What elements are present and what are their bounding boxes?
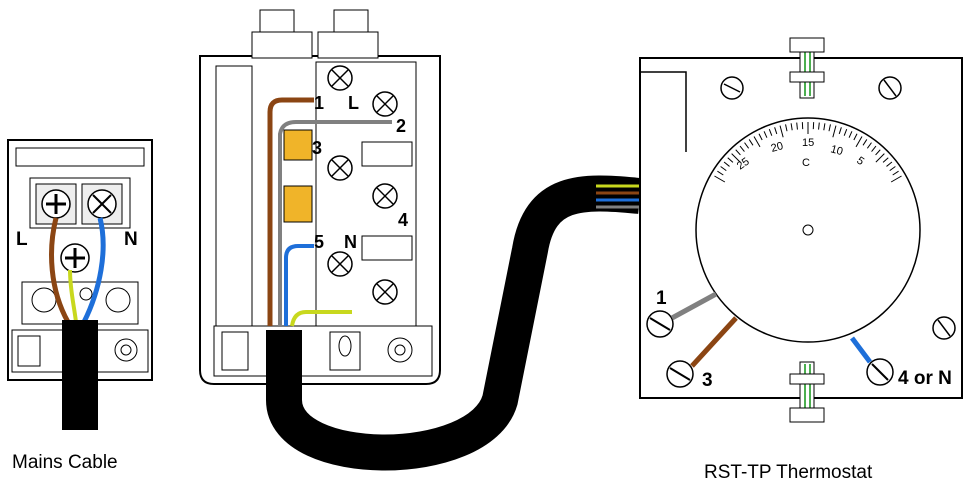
dial-tick-mark bbox=[848, 131, 853, 138]
jb-terminal-2: 2 bbox=[396, 116, 406, 136]
dial-tick-mark bbox=[748, 139, 754, 146]
dial-tick-mark bbox=[714, 175, 726, 183]
dial-tick-mark bbox=[727, 157, 734, 163]
dial-tick-mark bbox=[871, 145, 877, 152]
dial-tick-mark bbox=[758, 133, 763, 141]
dial-tick-marks bbox=[714, 122, 902, 183]
thermostat-corner-screws bbox=[720, 76, 956, 340]
dial-tick-mark bbox=[866, 142, 872, 149]
jb-terminal-1: 1 bbox=[314, 93, 324, 113]
thermostat-bottom-pin bbox=[789, 361, 825, 423]
dial-tick-mark bbox=[723, 161, 730, 167]
dial-tick-mark bbox=[838, 127, 842, 135]
dial-tick-mark bbox=[828, 124, 831, 132]
dial-tick-mark bbox=[832, 125, 837, 138]
dial-tick-mark bbox=[779, 125, 784, 138]
dial-tick-mark bbox=[882, 157, 889, 163]
dial-unit: C bbox=[802, 157, 810, 169]
terminal-screw-neutral bbox=[87, 189, 117, 219]
dial-tick-mark bbox=[735, 149, 741, 156]
thermostat-top-pin bbox=[789, 37, 825, 99]
dial-tick-mark bbox=[774, 127, 778, 135]
dial-tick-mark bbox=[785, 124, 788, 132]
dial-tick-mark bbox=[862, 139, 868, 146]
dial-tick-mark bbox=[731, 153, 741, 163]
earth-screw bbox=[60, 243, 90, 273]
dial-tick-10: 10 bbox=[829, 143, 844, 158]
dial-tick-mark bbox=[739, 145, 745, 152]
therm-terminal-1-label: 1 bbox=[656, 288, 667, 309]
dial-tick-mark bbox=[853, 133, 858, 141]
thermostat-caption: RST-TP Thermostat bbox=[704, 462, 873, 483]
dial-tick-mark bbox=[818, 122, 820, 130]
dial-tick-5: 5 bbox=[854, 155, 866, 168]
dial-tick-mark bbox=[717, 170, 724, 176]
dial-tick-25: 25 bbox=[735, 156, 752, 173]
dial-tick-20: 20 bbox=[770, 140, 785, 155]
therm-terminal-4-label: 4 or N bbox=[898, 368, 952, 389]
mains-plug bbox=[7, 139, 153, 430]
dial-tick-mark bbox=[768, 128, 773, 136]
dial-tick-mark bbox=[744, 142, 750, 149]
jb-terminal-5: 5 bbox=[314, 232, 324, 252]
terminal-link-3 bbox=[283, 129, 313, 161]
dial-tick-mark bbox=[763, 131, 768, 138]
jb-live-label: L bbox=[348, 93, 359, 113]
dial-tick-mark bbox=[875, 149, 881, 156]
mains-live-label: L bbox=[16, 229, 28, 250]
dial-tick-mark bbox=[753, 136, 761, 148]
mains-neutral-label: N bbox=[124, 229, 138, 250]
dial-tick-mark bbox=[890, 175, 902, 183]
terminal-link-4 bbox=[283, 185, 313, 223]
mains-cable bbox=[62, 320, 98, 430]
dial-tick-mark bbox=[823, 123, 826, 131]
dial-tick-mark bbox=[892, 170, 899, 176]
dial-tick-mark bbox=[720, 166, 727, 172]
mains-caption: Mains Cable bbox=[12, 452, 118, 473]
jb-neutral-label: N bbox=[344, 232, 357, 252]
dial-tick-mark bbox=[790, 123, 793, 131]
flex-cable-wires bbox=[596, 184, 640, 209]
dial-tick-mark bbox=[875, 153, 885, 163]
jb-terminal-3: 3 bbox=[312, 138, 322, 158]
junction-box bbox=[199, 9, 441, 385]
terminal-screw-live bbox=[41, 189, 71, 219]
jb-terminal-4: 4 bbox=[398, 210, 408, 230]
thermostat-body bbox=[639, 37, 963, 423]
dial-tick-mark bbox=[843, 128, 848, 136]
dial-tick-mark bbox=[855, 136, 863, 148]
dial-tick-mark bbox=[886, 161, 893, 167]
flex-cable bbox=[266, 175, 642, 471]
dial-tick-15: 15 bbox=[802, 137, 814, 149]
therm-terminal-3-label: 3 bbox=[702, 370, 713, 391]
dial-tick-mark bbox=[796, 122, 798, 130]
dial-tick-mark bbox=[889, 166, 896, 172]
